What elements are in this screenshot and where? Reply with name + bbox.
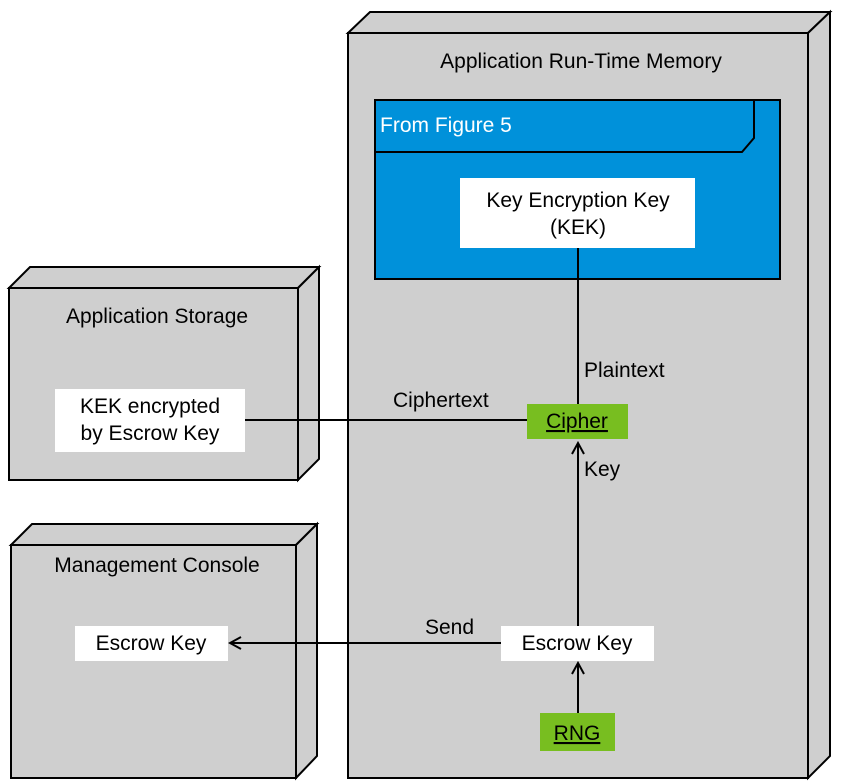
management-console-node: Management Console	[8, 521, 320, 781]
console-node-side-face	[295, 521, 318, 781]
kek-encrypted-line2: by Escrow Key	[81, 422, 220, 445]
kek-encrypted-line1: KEK encrypted	[80, 395, 220, 418]
runtime-node-title: Application Run-Time Memory	[440, 50, 722, 73]
rng-label: RNG	[554, 722, 601, 745]
frame-tab-outline	[375, 100, 755, 153]
kek-encrypted-box-bg	[55, 389, 245, 452]
console-node-title: Management Console	[54, 554, 259, 577]
ciphertext-label: Ciphertext	[393, 389, 489, 412]
runtime-escrow-key-label: Escrow Key	[522, 632, 633, 655]
kek-box: Key Encryption Key (KEK)	[460, 178, 695, 248]
rng-component-bg	[540, 713, 615, 751]
plaintext-label: Plaintext	[584, 359, 665, 382]
console-escrow-key-bg	[75, 626, 228, 661]
storage-node-side-face	[297, 264, 320, 483]
console-node-top-face	[8, 523, 320, 546]
kek-box-bg	[460, 178, 695, 248]
storage-node-title: Application Storage	[66, 305, 248, 328]
cipher-component-bg	[527, 404, 628, 439]
key-label: Key	[584, 458, 621, 481]
console-escrow-key-label: Escrow Key	[96, 632, 207, 655]
frame-title: From Figure 5	[380, 114, 512, 137]
runtime-escrow-key-box: Escrow Key	[501, 626, 654, 661]
console-escrow-key-box: Escrow Key	[75, 626, 228, 661]
rng-component: RNG	[540, 713, 615, 751]
kek-encrypted-box: KEK encrypted by Escrow Key	[55, 389, 245, 452]
runtime-node-top-face	[345, 11, 833, 34]
console-node-front-face	[10, 544, 297, 779]
cipher-component: Cipher	[527, 404, 628, 439]
kek-box-line1: Key Encryption Key	[486, 189, 670, 212]
send-label: Send	[425, 616, 474, 639]
runtime-node-side-face	[807, 9, 831, 781]
cipher-label: Cipher	[546, 410, 608, 433]
storage-node-top-face	[6, 266, 322, 289]
runtime-escrow-key-bg	[501, 626, 654, 661]
kek-box-line2: (KEK)	[550, 216, 606, 239]
